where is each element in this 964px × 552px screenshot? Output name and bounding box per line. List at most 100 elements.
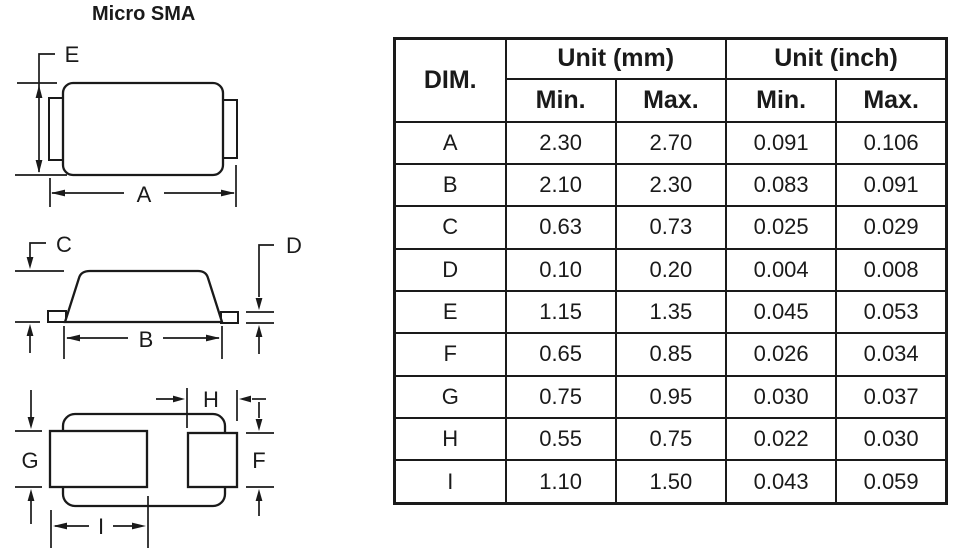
arrowhead [239, 395, 251, 403]
table-cell: 0.025 [724, 205, 838, 250]
table-row: H 0.55 0.75 0.022 0.030 [393, 417, 948, 462]
table-cell: 0.004 [724, 247, 838, 292]
left-pad [48, 429, 149, 489]
table-subheader-row: Min. Max. Min. Max. [395, 77, 948, 123]
leader-line [29, 242, 46, 258]
dim-label-d: D [286, 233, 302, 258]
arrowhead [51, 189, 65, 197]
table-cell: 0.55 [504, 417, 617, 462]
table-cell: 0.75 [614, 417, 728, 462]
table-cell: F [393, 332, 507, 377]
table-cell: H [393, 417, 507, 462]
header-dim: DIM. [393, 37, 507, 123]
table-cell: 0.045 [724, 289, 838, 335]
table-cell: 1.35 [614, 289, 728, 335]
package-drawings: E A C [15, 42, 302, 548]
table-cell: 0.73 [614, 205, 728, 250]
table-header-row: DIM. Unit (mm) Unit (inch) [393, 37, 948, 123]
table-cell: E [393, 289, 507, 335]
table-cell: I [393, 459, 507, 505]
table-cell: 0.65 [504, 332, 617, 377]
table-cell: 0.95 [614, 374, 728, 420]
table-cell: 0.63 [504, 205, 617, 250]
table-cell: 2.70 [614, 120, 728, 165]
table-cell: 0.059 [835, 459, 948, 505]
dim-b-annotation: B [63, 326, 223, 359]
left-lead [47, 310, 67, 323]
dim-d-annotation: D [246, 233, 302, 354]
arrowhead [35, 85, 43, 98]
arrowhead [255, 325, 263, 337]
table-cell: B [393, 162, 507, 208]
arrowhead [255, 419, 263, 431]
table-row: E 1.15 1.35 0.045 0.053 [393, 289, 948, 335]
arrowhead [26, 324, 34, 336]
dim-e-annotation: E [15, 42, 80, 176]
arrowhead [53, 522, 67, 530]
dim-label-g: G [21, 448, 38, 473]
table-cell: 0.026 [724, 332, 838, 377]
right-lead [220, 311, 239, 324]
table-row: C 0.63 0.73 0.025 0.029 [393, 205, 948, 250]
dim-label-a: A [137, 182, 152, 207]
table-row: B 2.10 2.30 0.083 0.091 [393, 162, 948, 208]
package-body-top [61, 81, 225, 177]
table-row: I 1.10 1.50 0.043 0.059 [393, 459, 948, 505]
arrowhead [132, 522, 146, 530]
table-cell: A [393, 120, 507, 165]
dim-h-annotation: H [156, 387, 266, 428]
header-inch-max: Max. [835, 77, 948, 123]
arrowhead [27, 489, 35, 501]
dim-a-annotation: A [49, 165, 237, 207]
dim-g-annotation: G [15, 390, 42, 524]
dim-label-i: I [98, 514, 104, 539]
right-terminal [222, 99, 238, 159]
arrowhead [255, 298, 263, 310]
arrowhead [35, 160, 43, 173]
arrowhead [206, 334, 220, 342]
arrowhead [255, 489, 263, 501]
table-cell: 0.75 [504, 374, 617, 420]
arrowhead [221, 189, 235, 197]
arrowhead [27, 417, 35, 429]
table-cell: 0.030 [724, 374, 838, 420]
leader-line [258, 244, 274, 297]
table-cell: 0.091 [724, 120, 838, 165]
table-cell: 0.20 [614, 247, 728, 292]
dimension-line [38, 53, 55, 172]
table-cell: C [393, 205, 507, 250]
table-cell: 2.10 [504, 162, 617, 208]
dim-label-h: H [203, 387, 219, 412]
left-terminal [48, 97, 64, 161]
table-cell: 0.85 [614, 332, 728, 377]
dim-c-annotation: C [15, 232, 72, 353]
table-row: A 2.30 2.70 0.091 0.106 [393, 120, 948, 165]
table-cell: 0.106 [835, 120, 948, 165]
table-cell: 0.034 [835, 332, 948, 377]
dim-label-c: C [56, 232, 72, 257]
table-cell: 1.50 [614, 459, 728, 505]
table-cell: 1.10 [504, 459, 617, 505]
dim-label-e: E [65, 42, 80, 67]
dim-label-f: F [252, 448, 265, 473]
header-mm-max: Max. [614, 77, 728, 123]
header-inch-min: Min. [724, 77, 838, 123]
package-body-side [63, 269, 224, 324]
table-cell: 2.30 [614, 162, 728, 208]
table-row: D 0.10 0.20 0.004 0.008 [393, 247, 948, 292]
table-cell: 1.15 [504, 289, 617, 335]
table-cell: 0.091 [835, 162, 948, 208]
top-view-drawing: E A [15, 42, 238, 207]
dim-i-annotation: I [50, 496, 149, 548]
table-cell: D [393, 247, 507, 292]
header-unit-mm: Unit (mm) [504, 37, 727, 80]
bottom-view-drawing: G F H [15, 387, 274, 548]
arrowhead [66, 334, 80, 342]
table-cell: 0.043 [724, 459, 838, 505]
table-cell: 0.030 [835, 417, 948, 462]
table-cell: 0.008 [835, 247, 948, 292]
dim-label-b: B [139, 327, 154, 352]
side-view-drawing: C D B [15, 232, 302, 359]
table-cell: 0.029 [835, 205, 948, 250]
